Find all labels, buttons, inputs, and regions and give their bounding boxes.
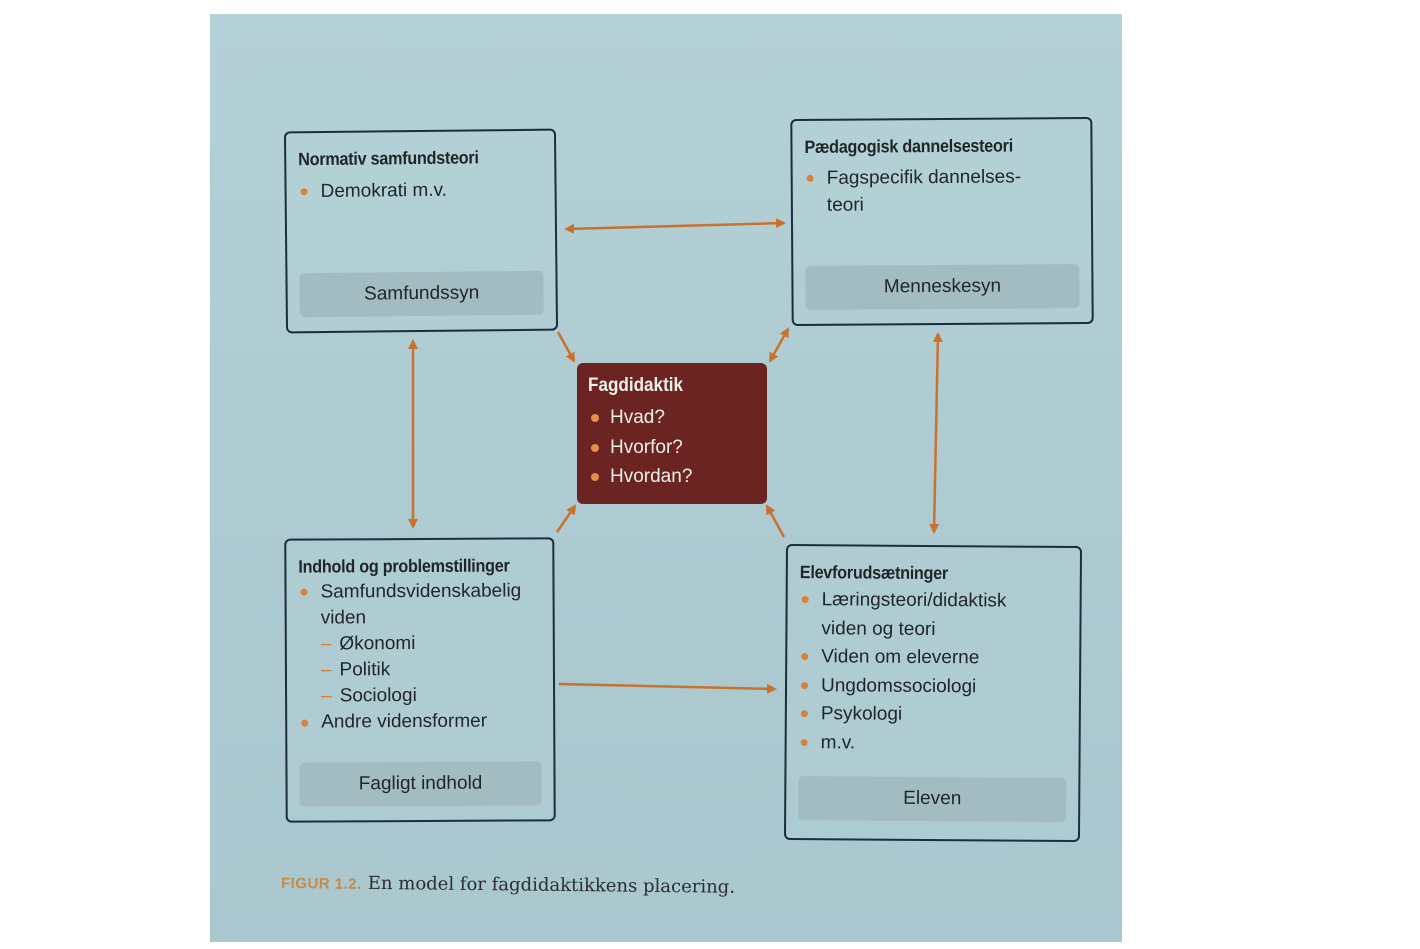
label-menneskesyn: Menneskesyn <box>805 264 1080 310</box>
list-item: Hvordan? <box>588 462 692 492</box>
arrow-fagligt-indhold-fagdidaktik <box>555 504 577 533</box>
list-item: Samfundsvidenskabelig <box>298 577 521 605</box>
list-item: m.v. <box>799 729 1006 759</box>
box-paedagogisk-dannelsesteori: Pædagogisk dannelsesteori Fagspecifik da… <box>790 116 1094 327</box>
box-fagdidaktik: Fagdidaktik Hvad? Hvorfor? Hvordan? <box>577 363 767 504</box>
box-title: Elevforudsætninger <box>799 562 949 584</box>
box-title: Normativ samfundsteori <box>298 147 479 170</box>
dash-marker: – <box>321 685 332 707</box>
sub-item-text: Sociologi <box>339 685 417 707</box>
bullet-list: Demokrati m.v. <box>298 177 447 206</box>
list-item: Hvad? <box>588 403 692 433</box>
list-item-continuation: viden og teori <box>821 617 936 640</box>
list-item: Hvorfor? <box>588 433 692 463</box>
box-title: Pædagogisk dannelsesteori <box>804 135 1013 157</box>
list-item: Andre vidensformer <box>299 708 522 735</box>
list-item-continuation: viden <box>320 607 367 629</box>
arrow-menneskesyn-eleven <box>929 332 943 534</box>
arrow-menneskesyn-fagdidaktik <box>768 327 790 363</box>
box-normativ-samfundsteori: Normativ samfundsteori Demokrati m.v. Sa… <box>283 128 559 334</box>
sub-list-item: –Økonomi <box>299 630 522 657</box>
figure-caption: FIGUR 1.2. En model for fagdidaktikkens p… <box>281 872 735 898</box>
sub-item-text: Politik <box>339 659 391 681</box>
sub-list-item: –Politik <box>299 656 522 683</box>
list-item-continuation: teori <box>826 194 864 216</box>
list-item: Læringsteori/didaktisk <box>800 586 1007 616</box>
list-item: Viden om eleverne <box>799 643 1006 673</box>
arrow-eleven-fagdidaktik <box>765 504 786 538</box>
arrow-fagligt-indhold-eleven <box>558 682 777 694</box>
box-elevforudsaetninger: Elevforudsætninger Læringsteori/didaktis… <box>783 543 1083 843</box>
caption-text: En model for fagdidaktikkens placering. <box>367 872 736 898</box>
label-eleven: Eleven <box>798 776 1067 822</box>
book-page: Normativ samfundsteori Demokrati m.v. Sa… <box>210 14 1122 942</box>
list-item: Ungdomssociologi <box>799 672 1006 702</box>
bullet-list: Samfundsvidenskabelig viden –Økonomi –Po… <box>298 577 522 735</box>
box-indhold-og-problemstillinger: Indhold og problemstillinger Samfundsvid… <box>284 537 556 823</box>
bullet-list: Hvad? Hvorfor? Hvordan? <box>588 403 692 492</box>
sub-item-text: Økonomi <box>339 633 416 655</box>
figure-number: FIGUR 1.2. <box>280 875 362 893</box>
label-samfundssyn: Samfundssyn <box>299 270 544 318</box>
list-item: Fagspecifik dannelses- <box>805 163 1022 192</box>
bullet-list: Fagspecifik dannelses- teori <box>805 163 1022 219</box>
arrow-samfundssyn-menneskesyn <box>564 218 786 234</box>
box-title: Indhold og problemstillinger <box>298 555 510 577</box>
dash-marker: – <box>320 633 332 655</box>
dash-marker: – <box>320 659 332 681</box>
sub-list-item: –Sociologi <box>299 682 522 709</box>
list-item: Demokrati m.v. <box>298 177 447 206</box>
bullet-list: Læringsteori/didaktisk viden og teori Vi… <box>799 586 1007 758</box>
list-item: Psykologi <box>799 700 1006 730</box>
box-title: Fagdidaktik <box>588 375 684 396</box>
arrow-samfundssyn-fagdidaktik <box>556 331 576 363</box>
label-fagligt-indhold: Fagligt indhold <box>299 761 542 807</box>
